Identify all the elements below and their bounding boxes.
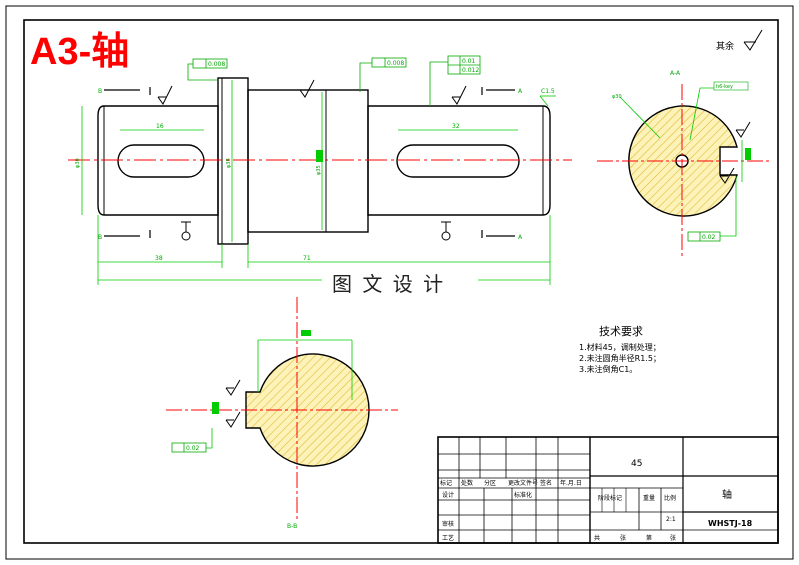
- tb-material: 45: [631, 459, 642, 469]
- outer-frame: [5, 5, 794, 560]
- technical-requirements: 技术要求 1.材料45，调制处理； 2.未注圆角半径R1.5； 3.未注倒角C1…: [579, 325, 661, 374]
- section-bb-view: 0.02 B-B: [166, 297, 398, 530]
- section-bb-label: B-B: [287, 523, 297, 530]
- aa-key: h6-key: [716, 84, 733, 90]
- svg-text:B: B: [98, 234, 102, 241]
- tech-heading: 技术要求: [599, 325, 643, 338]
- tb-standard: 标准化: [514, 491, 532, 499]
- watermark-bg: [322, 266, 478, 298]
- watermark-text: 图 文 设 计: [332, 272, 445, 296]
- dim-key-left: 16: [156, 123, 164, 130]
- dim-chamfer: C1.5: [541, 88, 555, 95]
- title-block: [437, 436, 779, 544]
- tb-row-4: 更改文件号: [508, 479, 538, 487]
- bb-tol: 0.02: [186, 445, 200, 452]
- aa-phi: φ30: [612, 94, 622, 100]
- surface-note: 其余: [716, 40, 734, 52]
- title-block-text: 45 轴 WHSTJ-18 比例 2:1 重量 阶段标记 标记 处数 分区 更改…: [440, 459, 753, 542]
- aa-tol: 0.02: [702, 234, 716, 241]
- section-markers: [104, 87, 515, 238]
- shaft-front-view: [68, 77, 572, 245]
- drawing-title: A3-轴: [30, 31, 129, 73]
- dimension-lines: [81, 80, 556, 285]
- roughness-marks: [157, 79, 467, 105]
- tolerance-frames: 0.008 0.008 0.01 0.012: [187, 55, 481, 106]
- tb-review: 审核: [442, 520, 454, 528]
- tb-weight: 重量: [643, 494, 655, 502]
- tb-drawing-no: WHSTJ-18: [708, 519, 753, 528]
- tb-sheets-total: 共: [594, 534, 600, 542]
- tb-sheet-label: 张: [620, 534, 626, 542]
- tech-line-1: 1.材料45，调制处理；: [579, 342, 661, 352]
- keyway-right: [396, 144, 520, 178]
- tol-value-2: 0.008: [387, 60, 404, 67]
- tech-line-2: 2.未注圆角半径R1.5；: [579, 353, 661, 363]
- tb-process: 工艺: [442, 534, 454, 542]
- tb-row-5: 签名: [540, 479, 552, 487]
- tb-scale: 2:1: [666, 516, 676, 523]
- dim-key-right: 32: [452, 123, 460, 130]
- svg-text:B: B: [98, 88, 102, 95]
- tb-sheet-label2: 张: [670, 534, 676, 542]
- tol-value-1: 0.008: [208, 61, 225, 68]
- section-aa-label: A-A: [670, 70, 681, 77]
- tb-row-6: 年.月.日: [560, 479, 582, 487]
- svg-text:A: A: [518, 234, 523, 241]
- section-aa-view: A-A φ30 h6-key 0.02: [597, 70, 772, 258]
- tb-row-2: 处数: [461, 479, 473, 487]
- dim-len-left: 38: [155, 255, 163, 262]
- tech-line-3: 3.未注倒角C1。: [579, 364, 637, 374]
- keyway-left: [117, 144, 205, 178]
- tb-part-name: 轴: [722, 488, 732, 501]
- inner-frame: [23, 19, 779, 544]
- tb-sheet-no: 第: [646, 534, 652, 542]
- dim-phi-collar: φ38: [226, 158, 232, 168]
- roughness-symbol-icon: [743, 29, 763, 51]
- dim-phi-left: φ30: [75, 158, 81, 168]
- tol-value-3b: 0.012: [462, 67, 479, 74]
- dim-len-right: 71: [303, 255, 311, 262]
- tb-row-3: 分区: [484, 479, 496, 487]
- tb-stage-mark: 阶段标记: [598, 494, 622, 502]
- svg-text:A: A: [518, 88, 523, 95]
- tol-value-3a: 0.01: [462, 58, 476, 65]
- datum-symbols: [181, 221, 451, 241]
- dim-phi-mid: φ35: [316, 165, 322, 175]
- tb-row-1: 标记: [440, 479, 452, 487]
- tb-design: 设计: [442, 491, 454, 499]
- tb-scale-label: 比例: [664, 494, 676, 502]
